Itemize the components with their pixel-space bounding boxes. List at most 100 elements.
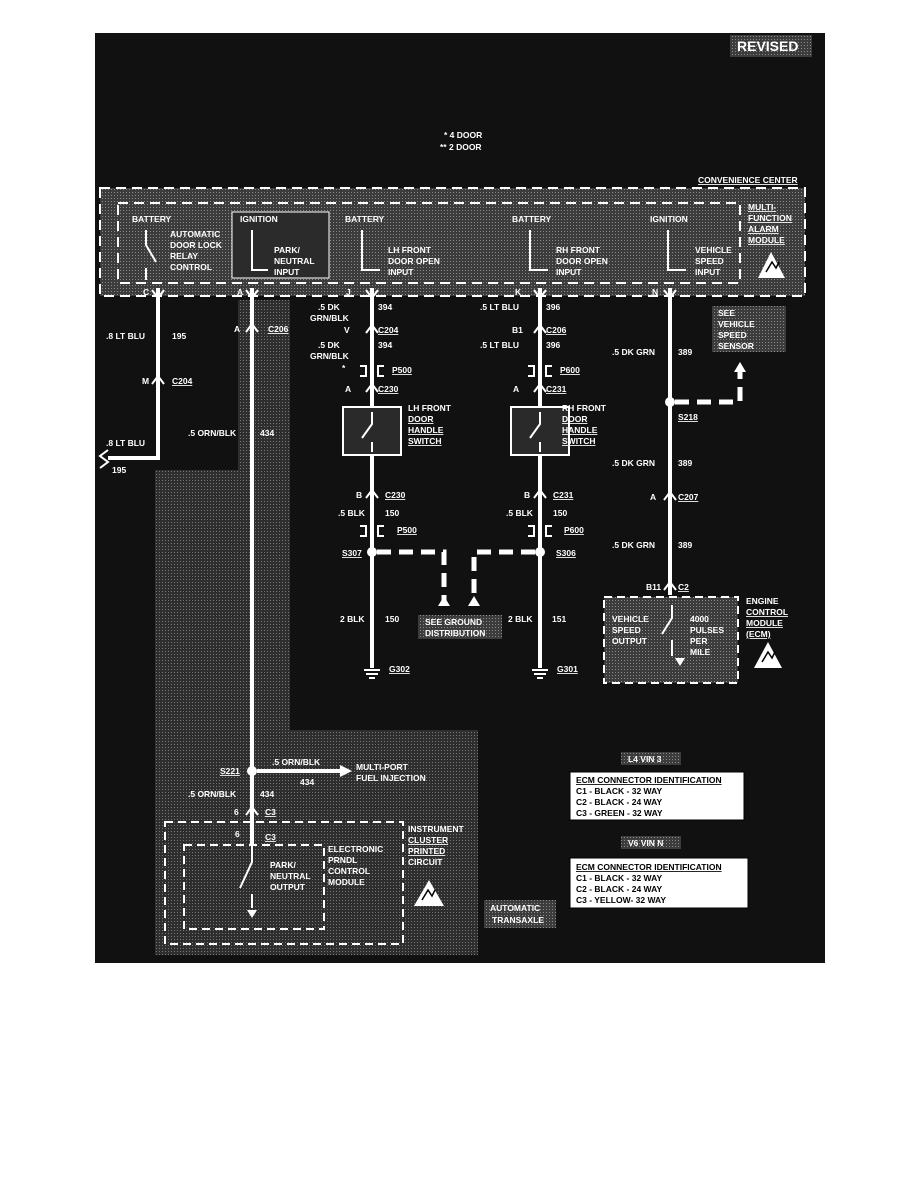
table2-box	[569, 857, 749, 909]
section-label-2a: PARK/	[274, 245, 300, 255]
pin-n: N	[652, 287, 658, 297]
legend-4-door: * 4 DOOR	[444, 130, 482, 140]
lh-p500: P500	[392, 365, 412, 375]
speed-pin-a: A	[650, 492, 656, 502]
cluster-label-c: PRINTED	[408, 846, 445, 856]
section-label-5c: INPUT	[695, 267, 721, 277]
rh-switch-icon	[529, 412, 541, 452]
c207-connector-icon	[663, 490, 677, 501]
rh-circuit4: 151	[552, 614, 566, 624]
rh-pin-b1: B1	[512, 325, 523, 335]
s307-splice-dot	[367, 547, 377, 557]
cluster-inner-b: NEUTRAL	[270, 871, 311, 881]
speed-c2: C2	[678, 582, 689, 592]
section-label-5b: SPEED	[695, 256, 724, 266]
s221-splice-dot	[247, 766, 257, 776]
mfam-label-b: FUNCTION	[748, 213, 792, 223]
ground-dist-arrow-right-icon	[468, 596, 480, 606]
lh-spec3: .5 BLK	[338, 508, 366, 518]
ground-dist-dash-right	[471, 549, 535, 600]
cluster-label-d: CIRCUIT	[408, 857, 443, 867]
mpfi-pin: 6	[234, 807, 239, 817]
cluster-box	[164, 821, 404, 945]
module-pin-a-connector-icon	[245, 289, 259, 300]
ecm-switch-icon	[661, 605, 673, 656]
mpfi-pin-2: 6	[235, 829, 240, 839]
cluster-label-b: CLUSTER	[408, 835, 448, 845]
rh-switch-b: DOOR	[562, 414, 588, 424]
ground-dist-a: SEE GROUND	[425, 617, 482, 627]
ecm-output-c: OUTPUT	[612, 636, 648, 646]
table2-heading: V6 VIN N	[628, 838, 663, 848]
speed-spec1: .5 DK GRN	[612, 347, 655, 357]
ecm-label-d: (ECM)	[746, 629, 771, 639]
module-pin-j-connector-icon	[365, 289, 379, 300]
rh-c231b: C231	[553, 490, 574, 500]
table1-heading: L4 VIN 3	[628, 754, 662, 764]
rh-pin-a: A	[513, 384, 519, 394]
lh-spec1b: GRN/BLK	[310, 313, 350, 323]
lh-circuit3: 150	[385, 508, 399, 518]
rh-c231: C231	[546, 384, 567, 394]
table1-row3: C3 - GREEN - 32 WAY	[576, 808, 663, 818]
section-label-2c: INPUT	[274, 267, 300, 277]
prndl-b: PRNDL	[328, 855, 357, 865]
speed-spec3: .5 DK GRN	[612, 540, 655, 550]
section-power-1: BATTERY	[132, 214, 172, 224]
wire-195-spec2: .8 LT BLU	[106, 438, 145, 448]
lh-switch-a: LH FRONT	[408, 403, 452, 413]
alarm-module-box	[117, 202, 741, 284]
legend-2-door: ** 2 DOOR	[440, 142, 482, 152]
pin-a: A	[237, 287, 243, 297]
ecm-label-c: MODULE	[746, 618, 783, 628]
convenience-center-box	[99, 187, 806, 297]
table2-row3: C3 - YELLOW- 32 WAY	[576, 895, 666, 905]
lh-switch-d: SWITCH	[408, 436, 442, 446]
mfam-label-c: ALARM	[748, 224, 779, 234]
transaxle-box	[484, 900, 556, 928]
rh-switch-d: SWITCH	[562, 436, 596, 446]
lh-c230: C230	[378, 384, 399, 394]
speed-input-arrow-icon	[667, 230, 686, 271]
table2-row1: C1 - BLACK - 32 WAY	[576, 873, 662, 883]
s306-splice-dot	[535, 547, 545, 557]
c2-connector-icon	[663, 580, 677, 591]
section-label-4a: RH FRONT	[556, 245, 601, 255]
section-label-1b: DOOR LOCK	[170, 240, 223, 250]
rh-door-input-arrow-icon	[529, 230, 548, 271]
module-pin-k-connector-icon	[533, 289, 547, 300]
ecm-output-a: VEHICLE	[612, 614, 649, 624]
speed-pin-b11: B11	[646, 582, 661, 592]
table2-heading-box	[621, 836, 681, 849]
pulses-d: MILE	[690, 647, 711, 657]
rh-c206-connector-icon	[533, 323, 547, 334]
wire-195-circuit2: 195	[112, 465, 126, 475]
see-sensor-c: SPEED	[718, 330, 747, 340]
c206-left: C206	[268, 324, 289, 334]
ground-dist-arrow-left-icon	[438, 596, 450, 606]
rh-circuit1: 396	[546, 302, 560, 312]
lh-pin-b: B	[356, 490, 362, 500]
rh-circuit3: 150	[553, 508, 567, 518]
table1-row2: C2 - BLACK - 24 WAY	[576, 797, 662, 807]
pulses-b: PULSES	[690, 625, 724, 635]
ecm-ground-icon	[675, 658, 685, 666]
rh-circuit2: 396	[546, 340, 560, 350]
speed-circuit2: 389	[678, 458, 692, 468]
speed-sensor-arrow-icon	[734, 362, 746, 372]
cluster-esd-warning-icon	[414, 880, 444, 906]
lh-c230b: C230	[385, 490, 406, 500]
mpfi-circuit2: 434	[260, 789, 274, 799]
transaxle-a: AUTOMATIC	[490, 903, 540, 913]
ground-dist-box	[418, 615, 502, 639]
cluster-ground-icon	[247, 910, 257, 918]
esd-warning-icon	[758, 252, 785, 278]
mpfi-spec1: .5 ORN/BLK	[272, 757, 321, 767]
section-label-3b: DOOR OPEN	[388, 256, 440, 266]
lh-circuit2: 394	[378, 340, 392, 350]
see-sensor-a: SEE	[718, 308, 735, 318]
pin-k: K	[515, 287, 522, 297]
g301-ground-icon	[532, 669, 548, 679]
lh-door-input-arrow-icon	[361, 230, 380, 271]
lh-switch-icon	[361, 412, 373, 452]
